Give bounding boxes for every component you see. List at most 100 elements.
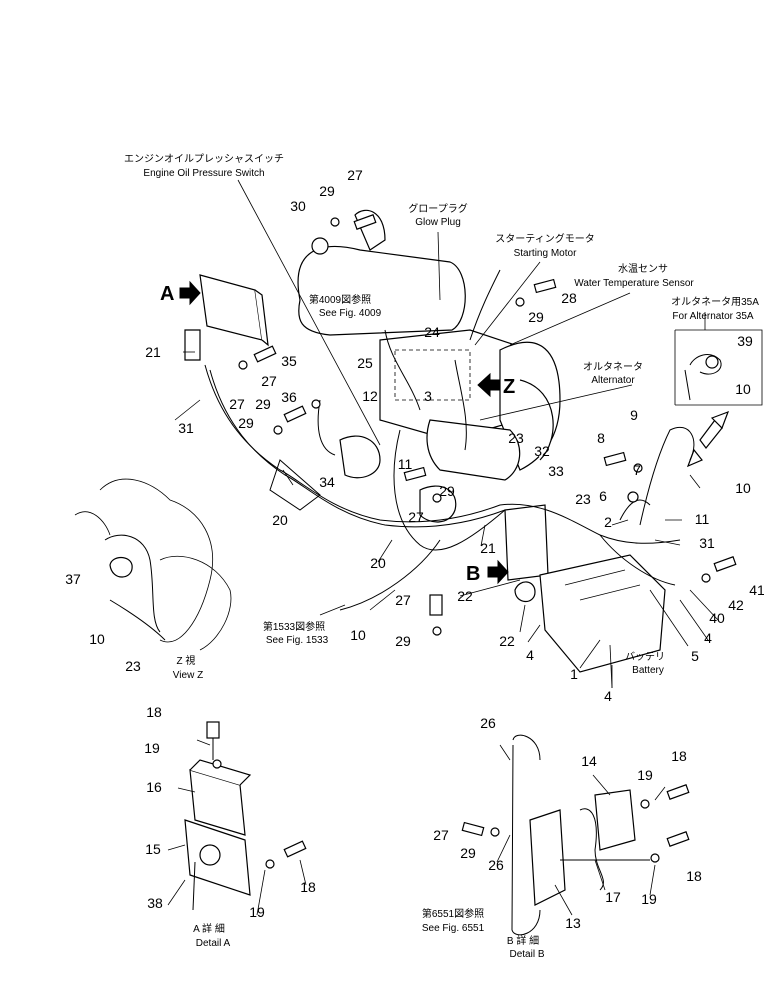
label-detail-a-en: Detail A bbox=[196, 938, 231, 949]
label-view-z-en: View Z bbox=[173, 670, 203, 681]
callout-number: 15 bbox=[145, 841, 161, 857]
view-letter-b: B bbox=[466, 563, 480, 585]
label-detail-a-jp: A 詳 細 bbox=[193, 922, 225, 935]
callout-number: 23 bbox=[125, 658, 141, 674]
callout-number: 35 bbox=[281, 353, 297, 369]
callout-number: 29 bbox=[395, 633, 411, 649]
callout-number: 17 bbox=[605, 889, 621, 905]
callout-number: 6 bbox=[599, 488, 607, 504]
label-battery-jp: バッテリ bbox=[625, 651, 665, 663]
label-fig1533-en: See Fig. 1533 bbox=[266, 635, 329, 646]
callout-number: 42 bbox=[728, 597, 744, 613]
callout-number: 11 bbox=[398, 456, 413, 472]
label-detail-b-jp: B 詳 細 bbox=[507, 934, 539, 947]
callout-number: 18 bbox=[671, 748, 687, 764]
alternator-35a-detail bbox=[674, 329, 763, 406]
callout-number: 19 bbox=[637, 767, 653, 783]
callout-number: 18 bbox=[686, 868, 702, 884]
label-starting-motor-en: Starting Motor bbox=[514, 248, 577, 259]
callout-number: 21 bbox=[480, 540, 496, 556]
callout-number: 12 bbox=[362, 388, 378, 404]
callout-number: 10 bbox=[735, 480, 751, 496]
callout-number: 28 bbox=[561, 290, 577, 306]
callout-number: 4 bbox=[704, 630, 712, 646]
detail-connect-arrow bbox=[686, 410, 730, 468]
label-alt35a-en: For Alternator 35A bbox=[672, 311, 753, 322]
callout-number: 10 bbox=[89, 631, 105, 647]
callout-number: 23 bbox=[508, 430, 524, 446]
callout-number: 1 bbox=[570, 666, 578, 682]
callout-number: 18 bbox=[146, 704, 162, 720]
callout-number: 20 bbox=[272, 512, 288, 528]
leader-lines bbox=[167, 179, 719, 916]
label-fig1533-jp: 第1533図参照 bbox=[263, 620, 325, 633]
label-alternator-en: Alternator bbox=[591, 375, 635, 386]
callout-number: 10 bbox=[350, 627, 366, 643]
label-fig4009-jp: 第4009図参照 bbox=[309, 293, 371, 306]
callout-number: 38 bbox=[147, 895, 163, 911]
callout-number: 19 bbox=[249, 904, 265, 920]
callout-number: 36 bbox=[281, 389, 297, 405]
callout-number: 31 bbox=[699, 535, 715, 551]
callout-number: 25 bbox=[357, 355, 373, 371]
wiring-harness bbox=[204, 269, 695, 611]
battery-assembly bbox=[504, 504, 666, 673]
callout-number: 22 bbox=[457, 588, 473, 604]
view-letter-a: A bbox=[160, 283, 174, 305]
callout-number: 30 bbox=[290, 198, 306, 214]
callout-number: 29 bbox=[528, 309, 544, 325]
callout-number: 27 bbox=[408, 509, 424, 525]
label-detail-b-en: Detail B bbox=[509, 949, 544, 960]
engine-assembly bbox=[297, 209, 561, 523]
callout-number: 9 bbox=[630, 407, 638, 423]
callout-number: 10 bbox=[735, 381, 751, 397]
callout-number: 27 bbox=[347, 167, 363, 183]
label-fig6551-jp: 第6551図参照 bbox=[422, 907, 484, 920]
view-z-detail bbox=[74, 478, 232, 651]
callout-number: 29 bbox=[460, 845, 476, 861]
callout-number: 32 bbox=[534, 443, 550, 459]
callout-number: 26 bbox=[488, 857, 504, 873]
label-water-temp-jp: 水温センサ bbox=[618, 263, 668, 275]
annotation-labels: エンジンオイルプレッシャスイッチ Engine Oil Pressure Swi… bbox=[124, 153, 759, 960]
callout-number: 27 bbox=[395, 592, 411, 608]
callout-number: 23 bbox=[575, 491, 591, 507]
callout-number: 29 bbox=[439, 483, 455, 499]
controller-box bbox=[184, 274, 269, 361]
callout-number: 2 bbox=[604, 514, 612, 530]
callout-number: 29 bbox=[255, 396, 271, 412]
callout-number: 4 bbox=[526, 647, 534, 663]
label-battery-en: Battery bbox=[632, 665, 664, 676]
view-arrows bbox=[179, 280, 509, 585]
callout-number: 40 bbox=[709, 610, 725, 626]
callout-number: 19 bbox=[144, 740, 160, 756]
label-oil-pressure-en: Engine Oil Pressure Switch bbox=[143, 168, 264, 179]
callout-number: 34 bbox=[319, 474, 335, 490]
label-starting-motor-jp: スターティングモータ bbox=[495, 232, 594, 245]
detail-a bbox=[184, 721, 252, 911]
label-view-z-jp: Z 視 bbox=[177, 654, 196, 667]
callout-number: 26 bbox=[480, 715, 496, 731]
callout-number: 29 bbox=[319, 183, 335, 199]
callout-number: 8 bbox=[597, 430, 605, 446]
label-fig6551-en: See Fig. 6551 bbox=[422, 923, 485, 934]
callout-number: 31 bbox=[178, 420, 194, 436]
callout-number: 7 bbox=[633, 462, 641, 478]
callout-number: 4 bbox=[604, 688, 612, 704]
label-fig4009-en: See Fig. 4009 bbox=[319, 308, 382, 319]
callout-number: 18 bbox=[300, 879, 316, 895]
callout-number: 33 bbox=[548, 463, 564, 479]
callout-number: 39 bbox=[737, 333, 753, 349]
callout-number: 3 bbox=[424, 388, 432, 404]
label-glow-plug-en: Glow Plug bbox=[415, 217, 461, 228]
callout-number: 13 bbox=[565, 915, 581, 931]
detail-b bbox=[511, 734, 650, 936]
callout-number: 41 bbox=[749, 582, 764, 598]
label-oil-pressure-jp: エンジンオイルプレッシャスイッチ bbox=[124, 153, 284, 165]
callout-number: 14 bbox=[581, 753, 597, 769]
callout-number: 27 bbox=[229, 396, 245, 412]
callout-number: 11 bbox=[695, 511, 710, 527]
label-alt35a-jp: オルタネータ用35A bbox=[671, 296, 759, 308]
